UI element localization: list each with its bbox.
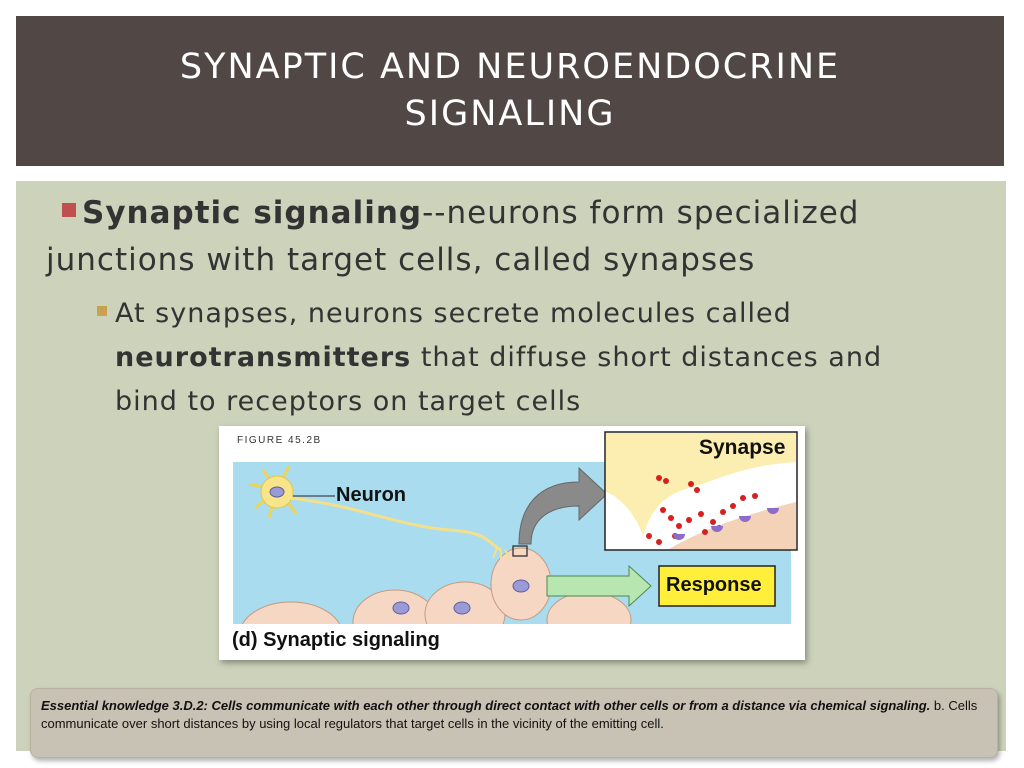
synaptic-signaling-figure: FIGURE 45.2B Neuron Synapse Response (d)… <box>219 426 805 660</box>
sub-bullet-prefix: At synapses, neurons secrete molecules c… <box>115 298 792 329</box>
sub-bullet-marker <box>97 306 107 316</box>
bullet-marker <box>62 203 76 217</box>
figure-caption: (d) Synaptic signaling <box>232 629 440 651</box>
sub-bullet-rest: that diffuse short distances and bind to… <box>115 342 883 417</box>
essential-knowledge-note: Essential knowledge 3.D.2: Cells communi… <box>30 688 998 758</box>
essential-knowledge-rest: b. Cells communicate over short distance… <box>41 698 978 731</box>
figure-illustration <box>219 431 805 660</box>
bullet-main-text: --neurons form specialized junctions wit… <box>46 195 860 278</box>
response-label: Response <box>666 574 762 596</box>
sub-bullet-neurotransmitters: At synapses, neurons secrete molecules c… <box>115 292 935 424</box>
neuron <box>248 465 511 560</box>
essential-knowledge-emphasis: Essential knowledge 3.D.2: Cells communi… <box>41 698 931 713</box>
neuron-label: Neuron <box>336 484 406 506</box>
synapse-label: Synapse <box>699 436 786 459</box>
bullet-synaptic-signaling: Synaptic signaling--neurons form special… <box>46 190 926 284</box>
term-synaptic-signaling: Synaptic signaling <box>82 195 423 231</box>
response-box <box>658 565 776 607</box>
figure-label: FIGURE 45.2B <box>237 435 322 446</box>
synapse-inset <box>604 431 798 551</box>
slide-title: SYNAPTIC AND NEUROENDOCRINE SIGNALING <box>179 47 841 134</box>
term-neurotransmitters: neurotransmitters <box>115 342 412 373</box>
title-bar: SYNAPTIC AND NEUROENDOCRINE SIGNALING <box>16 16 1004 166</box>
